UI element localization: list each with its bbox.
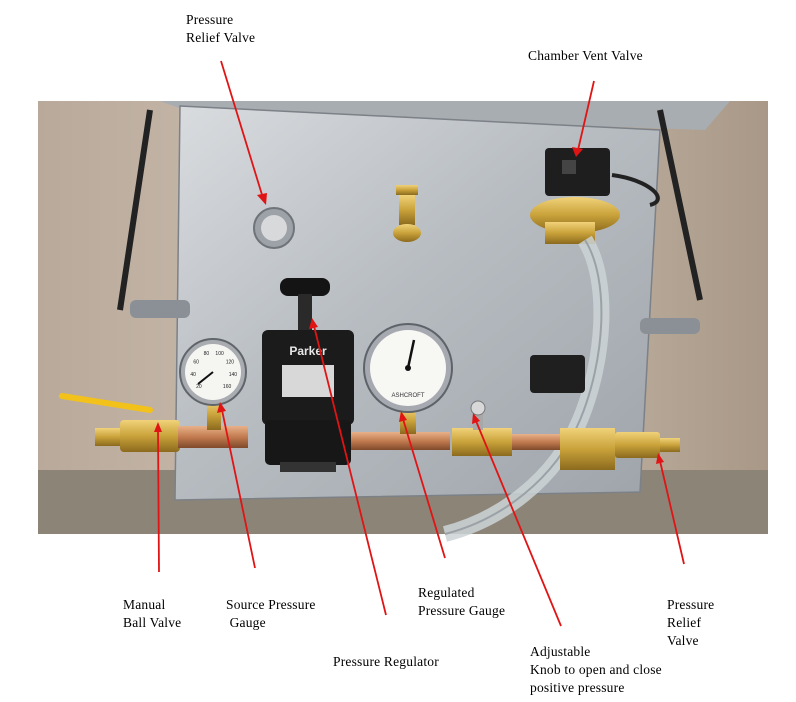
label-pressure-regulator: Pressure Regulator [333, 654, 439, 669]
arrow-source-pressure-gauge [217, 402, 226, 413]
adjustable-knob-fitting [452, 428, 512, 456]
arrow-regulated-pressure-gauge [399, 411, 407, 422]
arrow-pressure-regulator [309, 318, 318, 329]
leader-pressure-regulator [313, 325, 387, 616]
leader-pressure-relief-right [659, 460, 685, 565]
arrow-manual-ball-valve [154, 422, 162, 432]
solenoid-connector [562, 160, 576, 174]
center-valve-handle [396, 185, 418, 195]
arrow-pressure-relief-top [257, 193, 267, 205]
gauge-scale-label: 140 [229, 372, 238, 378]
source-gauge-stem [207, 400, 221, 430]
leader-chamber-vent-valve [577, 80, 595, 151]
outlet-block [560, 428, 615, 470]
gauge-scale-label: 120 [226, 359, 235, 365]
solenoid-right [530, 355, 585, 393]
label-chamber-vent-valve: Chamber Vent Valve [528, 48, 643, 63]
solenoid-cable [611, 173, 660, 207]
gauge-scale-label: 60 [193, 359, 199, 365]
source-gauge-needle [197, 371, 214, 385]
left-rod [130, 300, 190, 318]
leader-manual-ball-valve [157, 429, 160, 573]
regulator-stem [298, 294, 312, 330]
gauge-scale-label: 20 [196, 384, 202, 390]
clear-tubing-edge [444, 239, 603, 535]
regulated-pipe [340, 432, 450, 450]
ball-valve-body [120, 420, 180, 452]
source-pipe [178, 426, 248, 448]
label-regulated-pressure-gauge: Regulated Pressure Gauge [418, 585, 506, 618]
gauge-scale-label: 40 [190, 372, 196, 378]
regulated-gauge-stem [400, 408, 416, 434]
gauge-brand: ASHCROFT [392, 393, 425, 399]
leader-adjustable-knob [475, 420, 562, 627]
right-rod [640, 318, 700, 334]
regulator-knob [280, 278, 330, 296]
center-valve-nut [393, 224, 421, 242]
regulated-gauge-pivot [405, 365, 411, 371]
gauge-scale-label: 80 [204, 351, 210, 357]
label-adjustable-knob: Adjustable Knob to open and close positi… [530, 644, 662, 695]
regulated-gauge-needle [406, 339, 416, 369]
arrow-adjustable-knob [472, 413, 480, 424]
leader-pressure-relief-top [220, 60, 264, 199]
label-manual-ball-valve: Manual Ball Valve [123, 597, 182, 630]
inlet-fitting [95, 428, 125, 446]
right-strut [657, 109, 703, 301]
relief-valve-right-cap [660, 438, 680, 452]
left-strut [117, 109, 153, 311]
gauge-scale-label: 160 [223, 384, 232, 390]
center-valve-body [399, 195, 415, 225]
leader-regulated-pressure-gauge [402, 418, 446, 559]
arrow-pressure-relief-right [656, 453, 664, 464]
solenoid-coil [545, 148, 610, 196]
vent-valve-fitting [545, 222, 595, 244]
leader-source-pressure-gauge [221, 409, 256, 569]
gauge-scale-label: 100 [215, 351, 224, 357]
relief-valve-right-body [615, 432, 660, 458]
regulator-base [265, 420, 351, 465]
label-source-pressure-gauge: Source Pressure Gauge [226, 597, 316, 630]
regulator-brand: Parker [289, 344, 327, 358]
relief-valve-top-cap [261, 215, 287, 241]
outlet-pipe [512, 434, 562, 450]
adjustable-knob [470, 400, 486, 416]
regulator-bottom [280, 462, 336, 472]
arrow-chamber-vent-valve [572, 147, 583, 157]
label-pressure-relief-top: Pressure Relief Valve [186, 12, 256, 45]
label-pressure-relief-right: Pressure Relief Valve [667, 597, 715, 648]
ball-valve-handle [59, 393, 153, 413]
